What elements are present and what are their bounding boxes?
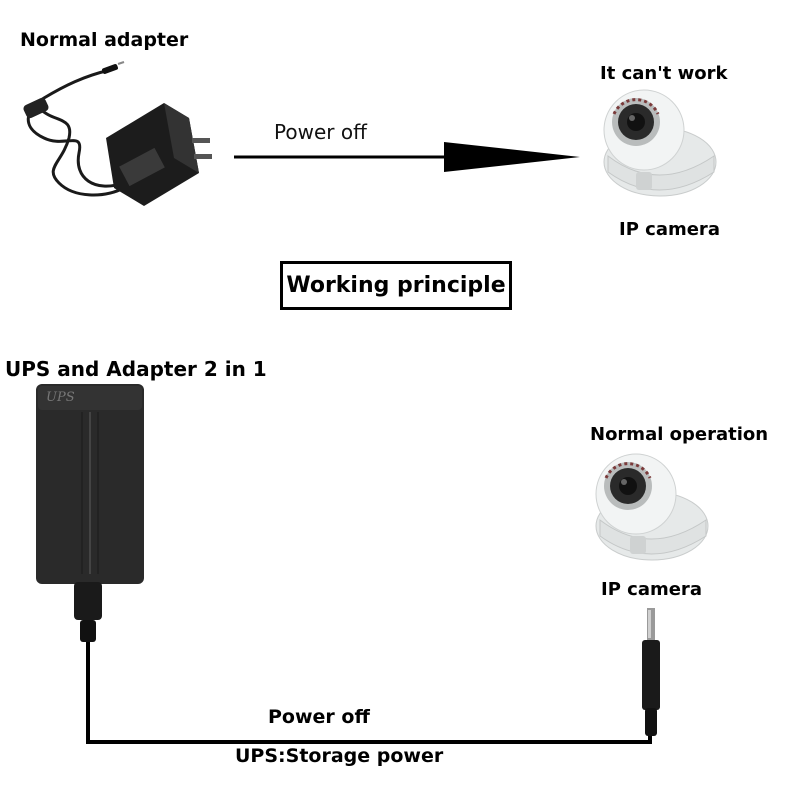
camera-status-bottom: Normal operation <box>590 424 769 445</box>
ups-logo: UPS <box>46 390 75 405</box>
camera-status-top: It can't work <box>600 63 728 84</box>
normal-adapter-label: Normal adapter <box>20 29 189 51</box>
power-adapter-icon <box>23 61 212 206</box>
arrow-right-icon <box>234 142 580 172</box>
ip-camera-label-top: IP camera <box>619 219 720 240</box>
dc-plug-icon <box>642 608 660 736</box>
working-principle-title: Working principle <box>280 261 512 310</box>
dome-camera-icon <box>603 89 717 197</box>
storage-power-label: UPS:Storage power <box>235 745 444 767</box>
dome-camera-icon <box>595 453 709 561</box>
power-off-label-bottom: Power off <box>268 706 370 728</box>
ups-adapter-icon <box>36 384 144 642</box>
ups-adapter-label: UPS and Adapter 2 in 1 <box>5 357 267 381</box>
ip-camera-label-bottom: IP camera <box>601 579 702 600</box>
power-off-label-top: Power off <box>274 120 367 144</box>
